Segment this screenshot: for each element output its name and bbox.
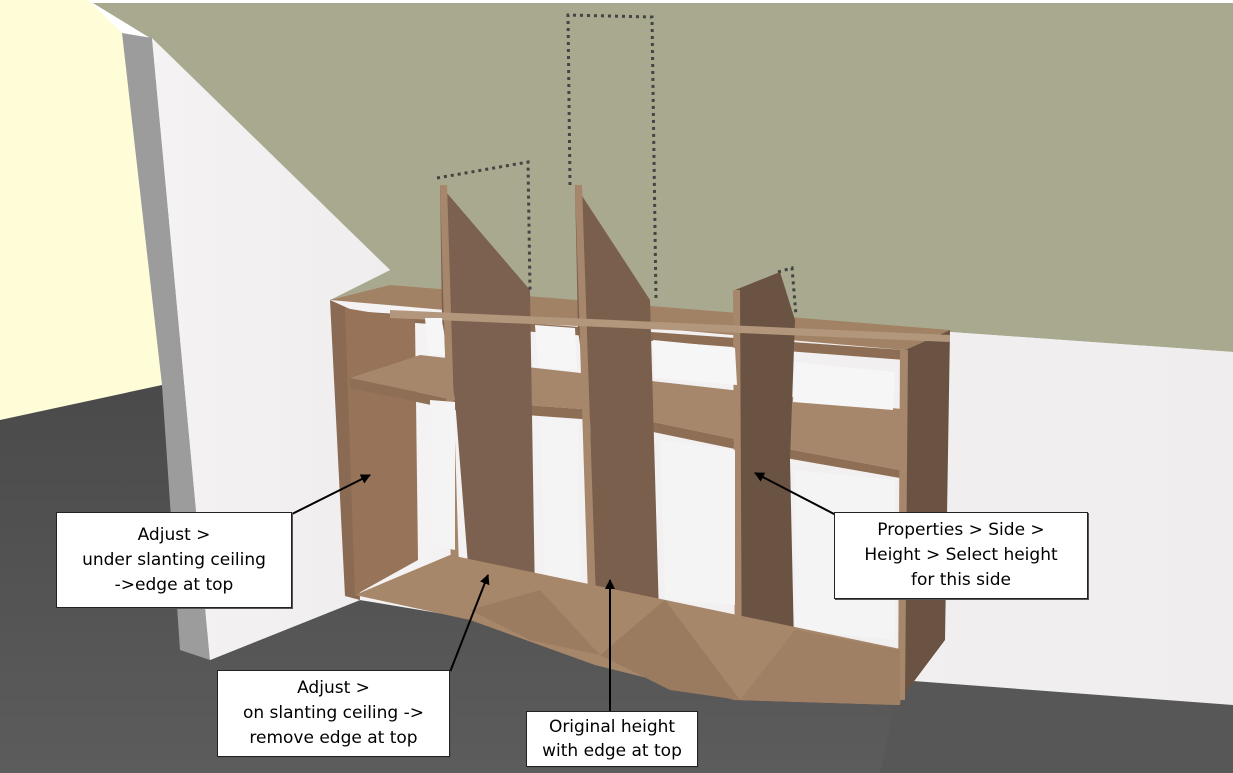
leader-properties bbox=[754, 472, 837, 516]
ceiling bbox=[88, 0, 1233, 352]
callout-line: on slanting ceiling -> bbox=[242, 703, 425, 723]
callout-line: remove edge at top bbox=[249, 728, 418, 748]
slanted-wall bbox=[152, 38, 390, 660]
callout-line: Height > Select height bbox=[864, 545, 1058, 565]
callout-line: with edge at top bbox=[542, 741, 682, 761]
callout-line: under slanting ceiling bbox=[82, 549, 266, 570]
callout-on-slanting-ceiling: Adjust > on slanting ceiling -> remove e… bbox=[217, 670, 450, 757]
leader-on-slanting bbox=[449, 574, 490, 673]
left-wall bbox=[0, 0, 162, 420]
callout-line: for this side bbox=[910, 570, 1012, 590]
callout-line: Properties > Side > bbox=[877, 520, 1045, 540]
callout-line: ->edge at top bbox=[114, 574, 234, 595]
callout-properties-side-height: Properties > Side > Height > Select heig… bbox=[834, 512, 1088, 599]
divider-2-slanted bbox=[575, 185, 660, 655]
callout-line: Adjust > bbox=[297, 678, 370, 698]
callout-under-slanting-ceiling: Adjust > under slanting ceiling ->edge a… bbox=[56, 512, 292, 608]
callout-line: Adjust > bbox=[137, 524, 211, 545]
leader-under-slanting bbox=[289, 474, 371, 516]
callout-line: Original height bbox=[548, 717, 676, 737]
wall-pillar-side bbox=[122, 33, 210, 660]
original-height-outlines bbox=[436, 13, 798, 316]
divider-1-slanted bbox=[440, 185, 535, 600]
callout-original-height: Original height with edge at top bbox=[526, 711, 698, 767]
